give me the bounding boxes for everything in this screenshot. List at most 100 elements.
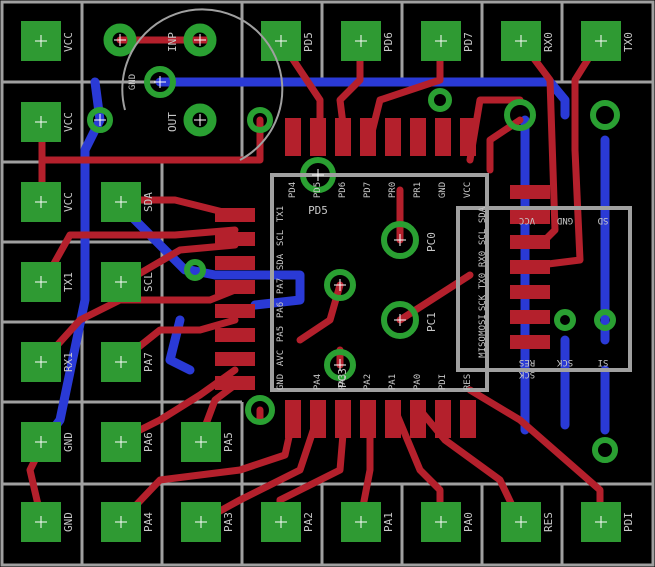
chip-bottom-label: PA2: [363, 374, 373, 390]
module-sck2-label: SCK: [518, 369, 535, 379]
pad-crosshair: [115, 436, 127, 448]
pad-crosshair: [115, 516, 127, 528]
via: [590, 100, 620, 130]
chip-left-label: PA6: [276, 302, 286, 318]
top-header-label: VCC: [62, 32, 75, 52]
chip-pins-top: [285, 118, 476, 156]
chip-top-label: GND: [438, 182, 448, 198]
bottom-header-label: RES: [542, 512, 555, 532]
via: [381, 221, 419, 259]
chip-outline: [270, 173, 489, 392]
gnd-small-label: GND: [128, 74, 138, 90]
pc0-label: PC0: [425, 232, 438, 252]
module-left-label: TX0: [478, 273, 488, 289]
via: [87, 107, 113, 133]
pad-crosshair: [195, 436, 207, 448]
left-column-label: GND: [62, 432, 75, 452]
chip-bottom-label: PDI: [438, 374, 448, 390]
chip-top-label: PD6: [338, 182, 348, 198]
pad-crosshair: [355, 516, 367, 528]
module-si-label: SI: [598, 357, 609, 367]
via: [554, 309, 576, 331]
pad-crosshair: [275, 516, 287, 528]
module-sd-label: SD: [598, 215, 609, 225]
chip-left-label: SCL: [276, 230, 286, 246]
pad-crosshair: [154, 76, 166, 88]
via: [324, 269, 356, 301]
bottom-header-label: PA0: [462, 512, 475, 532]
chip-left-label: PA7: [276, 278, 286, 294]
module-left-label: RX0: [478, 251, 488, 267]
via: [144, 66, 176, 98]
via: [381, 301, 419, 339]
via: [504, 99, 536, 131]
chip-bottom-label: PA1: [388, 374, 398, 390]
pad-crosshair: [595, 35, 607, 47]
chip-top-label: PD4: [288, 182, 298, 198]
module-left-label: SCK: [478, 294, 488, 311]
out-label: OUT: [166, 112, 179, 132]
bottom-header-label: PA3: [222, 512, 235, 532]
pad-crosshair: [94, 114, 106, 126]
pad-crosshair: [35, 436, 47, 448]
pad-crosshair: [194, 34, 206, 46]
pad-crosshair: [35, 116, 47, 128]
bottom-header-label: PA4: [142, 512, 155, 532]
pd5-label: PD5: [308, 204, 328, 217]
pad-crosshair: [35, 516, 47, 528]
chip-bottom-label: RES: [463, 374, 473, 390]
module-res-label: RES: [519, 357, 535, 367]
pad-crosshair: [114, 34, 126, 46]
pad-crosshair: [35, 356, 47, 368]
top-header-label: TX0: [622, 32, 635, 52]
pad-crosshair: [515, 35, 527, 47]
pad-crosshair: [195, 516, 207, 528]
module-outline: [456, 206, 632, 372]
pad-crosshair: [115, 276, 127, 288]
chip-left-label: AVC: [276, 350, 286, 366]
inner-column-label: SCL: [142, 272, 155, 292]
via: [247, 107, 273, 133]
via: [594, 309, 616, 331]
chip-pins-bottom: [285, 400, 476, 438]
top-header-label: RX0: [542, 32, 555, 52]
pad-crosshair: [334, 359, 346, 371]
chip-top-label: VCC: [463, 182, 473, 198]
pc3-label: PC3: [336, 368, 349, 388]
bottom-header-label: PDI: [622, 512, 635, 532]
vias: [87, 66, 620, 463]
chip-left-label: SDA: [276, 253, 286, 270]
bottom-header-label: GND: [62, 512, 75, 532]
chip-pins-left: [215, 208, 255, 390]
pa5-label: PA5: [222, 432, 235, 452]
pad-crosshair: [115, 356, 127, 368]
regulator-outline: [121, 8, 284, 161]
pad-crosshair: [312, 169, 324, 181]
top-header-label: PD5: [302, 32, 315, 52]
module-vcc-label: VCC: [519, 215, 535, 225]
left-column-label: VCC: [62, 112, 75, 132]
pad-crosshair: [355, 35, 367, 47]
module-left-label: SCL: [478, 229, 488, 245]
regulator-pads: [103, 23, 217, 137]
module-left-label: MISO: [478, 336, 488, 358]
inner-column-label: PA7: [142, 352, 155, 372]
module-sck-label: SCK: [556, 357, 573, 367]
module-left-label: SDA: [478, 206, 488, 223]
pc1-label: PC1: [425, 312, 438, 332]
chip-bottom-label: PA3: [338, 374, 348, 390]
chip-bottom-label: PA0: [413, 374, 423, 390]
chip-top-label: PD5: [313, 182, 323, 198]
left-column-label: RX1: [62, 352, 75, 372]
bottom-header-label: PA2: [302, 512, 315, 532]
bottom-header-label: PA1: [382, 512, 395, 532]
chip-top-label: PR1: [413, 182, 423, 198]
pad-crosshair: [394, 234, 406, 246]
pad-crosshair: [394, 314, 406, 326]
pad-crosshair: [515, 516, 527, 528]
chip-bottom-label: PA4: [313, 374, 323, 390]
top-header-label: INP: [166, 32, 179, 52]
left-column-label: VCC: [62, 192, 75, 212]
left-column-label: TX1: [62, 272, 75, 292]
module-left-label: MOSI: [478, 314, 488, 336]
